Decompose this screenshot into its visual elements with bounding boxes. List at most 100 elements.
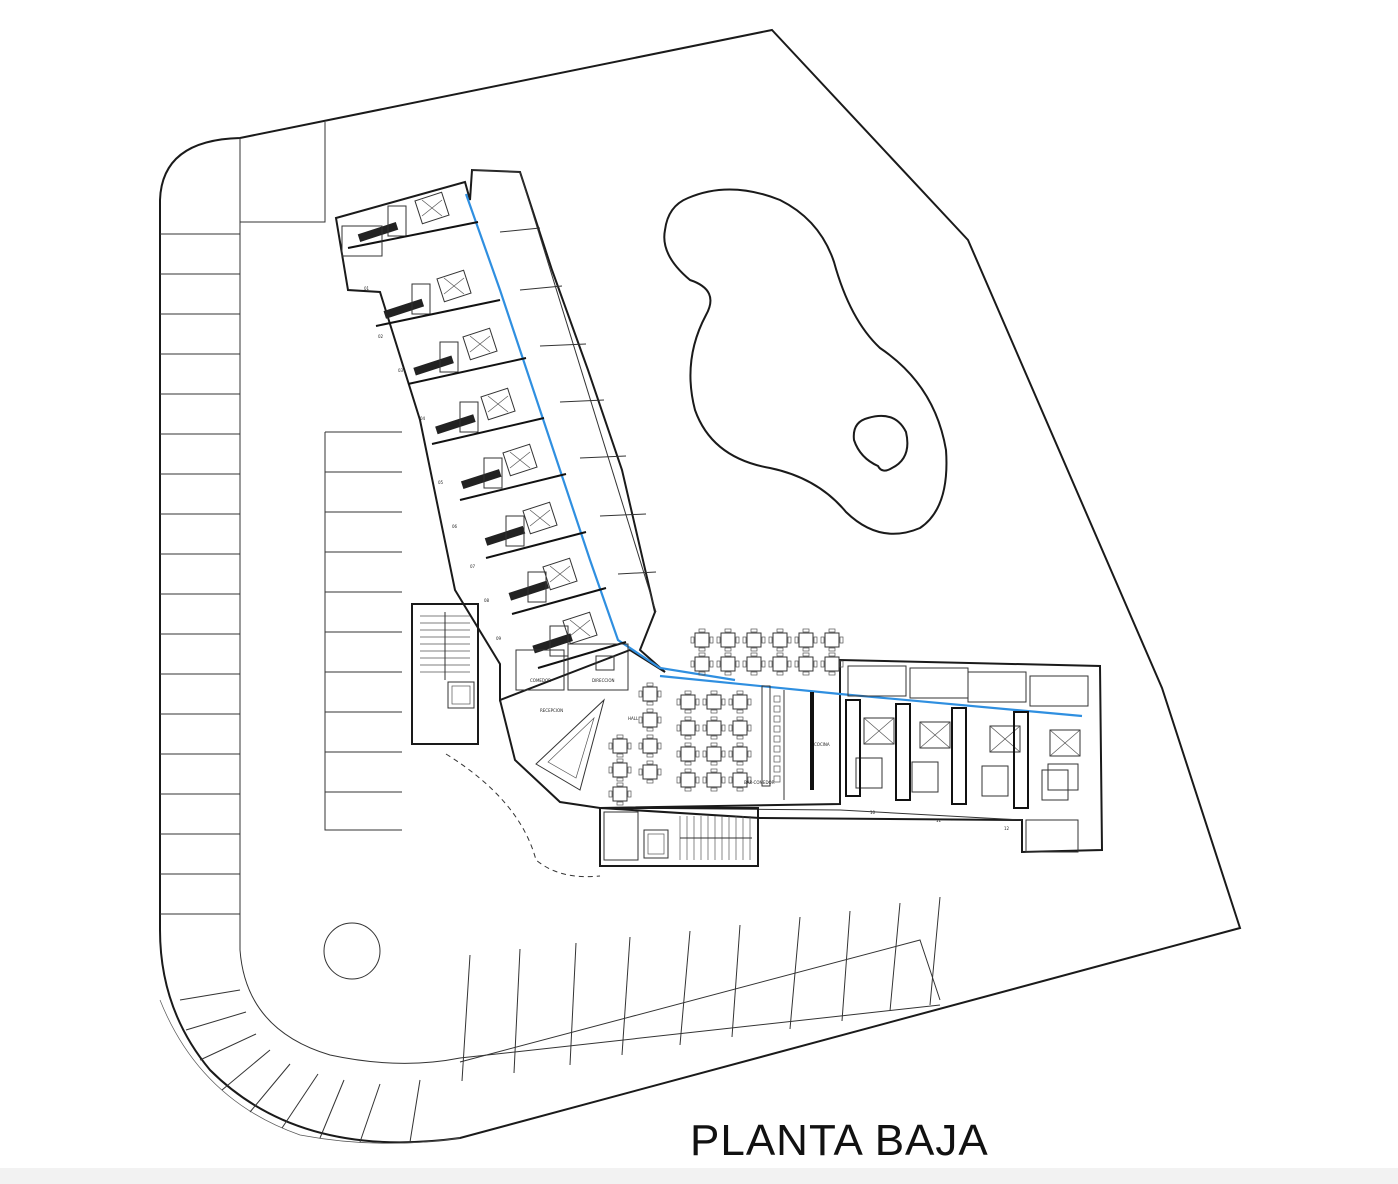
chair xyxy=(787,636,792,644)
bed xyxy=(462,327,498,361)
closet-block xyxy=(895,703,911,801)
bed-cross xyxy=(509,451,531,469)
chair xyxy=(710,709,718,714)
table xyxy=(680,746,696,762)
chair xyxy=(794,660,799,668)
closet-block xyxy=(951,707,967,805)
bed-cross xyxy=(487,395,509,413)
table xyxy=(732,746,748,762)
chair xyxy=(747,698,752,706)
bar-stool xyxy=(773,695,781,703)
chair xyxy=(646,701,654,706)
parking-stall-line xyxy=(359,1083,381,1143)
bathroom xyxy=(855,757,883,789)
table xyxy=(680,720,696,736)
bed xyxy=(919,721,951,749)
parking-stall-edge xyxy=(324,432,402,831)
chair xyxy=(616,758,624,763)
terrace-divider xyxy=(471,169,521,173)
chair xyxy=(802,652,810,657)
room-wall xyxy=(459,473,567,501)
chair xyxy=(616,734,624,739)
desk xyxy=(595,655,615,671)
stairs-south xyxy=(679,816,752,860)
parking-stall-line xyxy=(889,902,901,1012)
chair xyxy=(709,660,714,668)
terrace xyxy=(1029,675,1089,707)
chair xyxy=(776,652,784,657)
north-wing-rooms xyxy=(341,191,629,691)
chair xyxy=(698,652,706,657)
east-wing-rooms xyxy=(845,665,1089,853)
chair xyxy=(698,647,706,652)
bar-stool xyxy=(773,755,781,763)
bed-cross xyxy=(443,277,465,295)
table xyxy=(772,656,788,672)
bar-counter xyxy=(761,685,771,787)
parking-stalls-middle xyxy=(324,431,402,831)
bed xyxy=(542,557,578,591)
parking-stall-line xyxy=(185,1011,247,1031)
chair xyxy=(721,698,726,706)
terrace-edge xyxy=(519,171,657,613)
bar-stool xyxy=(773,705,781,713)
parking-stall-line xyxy=(731,924,741,1038)
terrace xyxy=(967,671,1027,703)
table xyxy=(732,694,748,710)
chair xyxy=(802,671,810,676)
chair xyxy=(657,742,662,750)
terrace xyxy=(847,665,907,697)
unit-label: 04 xyxy=(420,416,426,421)
parking-stall-line xyxy=(319,1079,345,1139)
dining-tables xyxy=(608,628,844,806)
chair xyxy=(724,652,732,657)
chair xyxy=(684,761,692,766)
chair xyxy=(736,690,744,695)
chair xyxy=(690,660,695,668)
north-wing-terraces xyxy=(471,169,657,613)
bed-cross xyxy=(863,717,895,745)
room-wall xyxy=(375,299,501,327)
room-wall xyxy=(511,587,607,615)
table xyxy=(642,712,658,728)
chair xyxy=(721,750,726,758)
chair xyxy=(736,768,744,773)
table xyxy=(706,720,722,736)
chair xyxy=(828,647,836,652)
bed xyxy=(863,717,895,745)
label-cocina: COCINA xyxy=(814,742,830,747)
closet xyxy=(532,633,573,654)
parking-stall-line xyxy=(409,1079,421,1143)
table xyxy=(642,686,658,702)
table xyxy=(694,632,710,648)
direccion-room xyxy=(567,643,629,691)
chair xyxy=(839,636,844,644)
chair xyxy=(828,652,836,657)
parking-stall-line xyxy=(929,896,941,1006)
table xyxy=(824,656,840,672)
bed xyxy=(1049,729,1081,757)
parking-stall-line xyxy=(281,1073,319,1129)
chair xyxy=(736,716,744,721)
unit-label: 09 xyxy=(496,636,502,641)
chair xyxy=(684,735,692,740)
chair xyxy=(710,761,718,766)
unit-label: 10 xyxy=(870,810,876,815)
elevator-west xyxy=(447,681,475,709)
chair xyxy=(728,776,733,784)
label-direccion: DIRECCION xyxy=(592,678,614,683)
bed xyxy=(989,725,1021,753)
bed xyxy=(502,443,538,477)
terrace-divider xyxy=(499,227,541,233)
table xyxy=(706,746,722,762)
chair xyxy=(616,782,624,787)
stair-landing xyxy=(1025,819,1079,853)
table xyxy=(642,738,658,754)
chair xyxy=(794,636,799,644)
chair xyxy=(716,660,721,668)
chair xyxy=(702,698,707,706)
chair xyxy=(684,787,692,792)
chair xyxy=(716,636,721,644)
room-wall xyxy=(485,531,587,559)
